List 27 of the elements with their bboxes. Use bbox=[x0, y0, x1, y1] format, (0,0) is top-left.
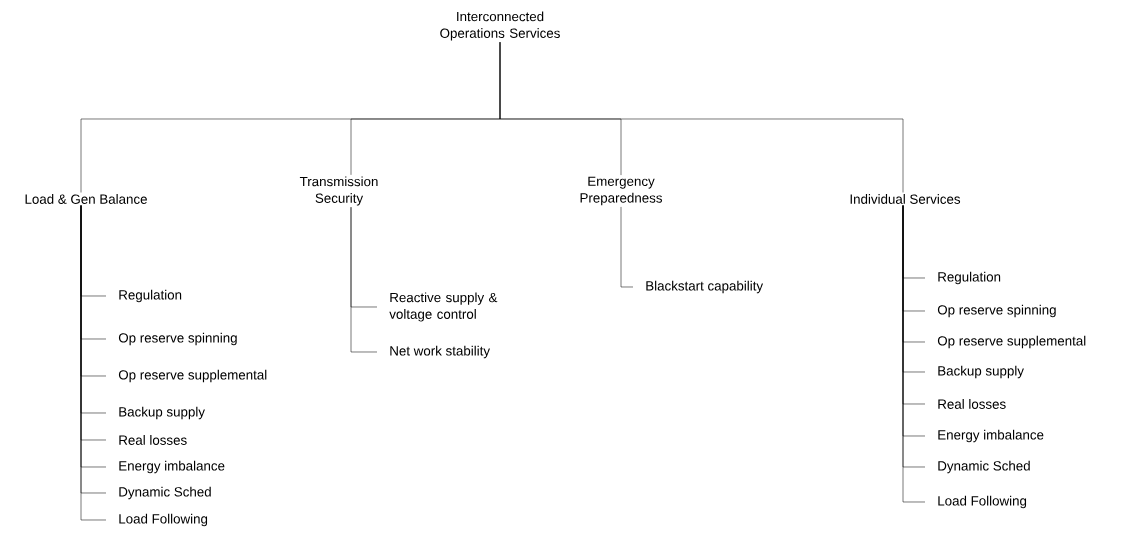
item-label: Regulation bbox=[119, 289, 182, 303]
item-label: Dynamic Sched bbox=[119, 486, 211, 500]
category-label: Individual Services bbox=[850, 194, 961, 204]
item-label: Energy imbalance bbox=[119, 460, 225, 474]
category-label: Load & Gen Balance bbox=[25, 194, 147, 204]
item-label: Dynamic Sched bbox=[938, 460, 1030, 474]
root-label: Interconnected Operations Services bbox=[440, 11, 560, 41]
item-label: Load Following bbox=[119, 513, 208, 527]
item-label: Real losses bbox=[119, 435, 187, 445]
connector-line bbox=[620, 206, 634, 288]
item-label: Real losses bbox=[938, 399, 1006, 409]
item-label: Energy imbalance bbox=[938, 429, 1044, 443]
item-label: Regulation bbox=[938, 271, 1001, 285]
item-label: Net work stability bbox=[390, 345, 490, 359]
item-label: Op reserve supplemental bbox=[937, 335, 1086, 349]
item-label: Op reserve spinning bbox=[118, 332, 237, 346]
item-label: Reactive supply & voltage control bbox=[389, 292, 498, 322]
category-label: Emergency Preparedness bbox=[580, 176, 662, 206]
item-label: Op reserve spinning bbox=[937, 304, 1056, 318]
item-label: Load Following bbox=[938, 495, 1027, 509]
item-label: Blackstart capability bbox=[646, 280, 764, 294]
item-label: Op reserve supplemental bbox=[118, 369, 267, 383]
category-label: Transmission Security bbox=[299, 176, 378, 206]
item-label: Backup supply bbox=[119, 406, 205, 420]
connector-line bbox=[350, 206, 378, 353]
connector-line bbox=[499, 41, 904, 193]
item-label: Backup supply bbox=[938, 365, 1024, 379]
